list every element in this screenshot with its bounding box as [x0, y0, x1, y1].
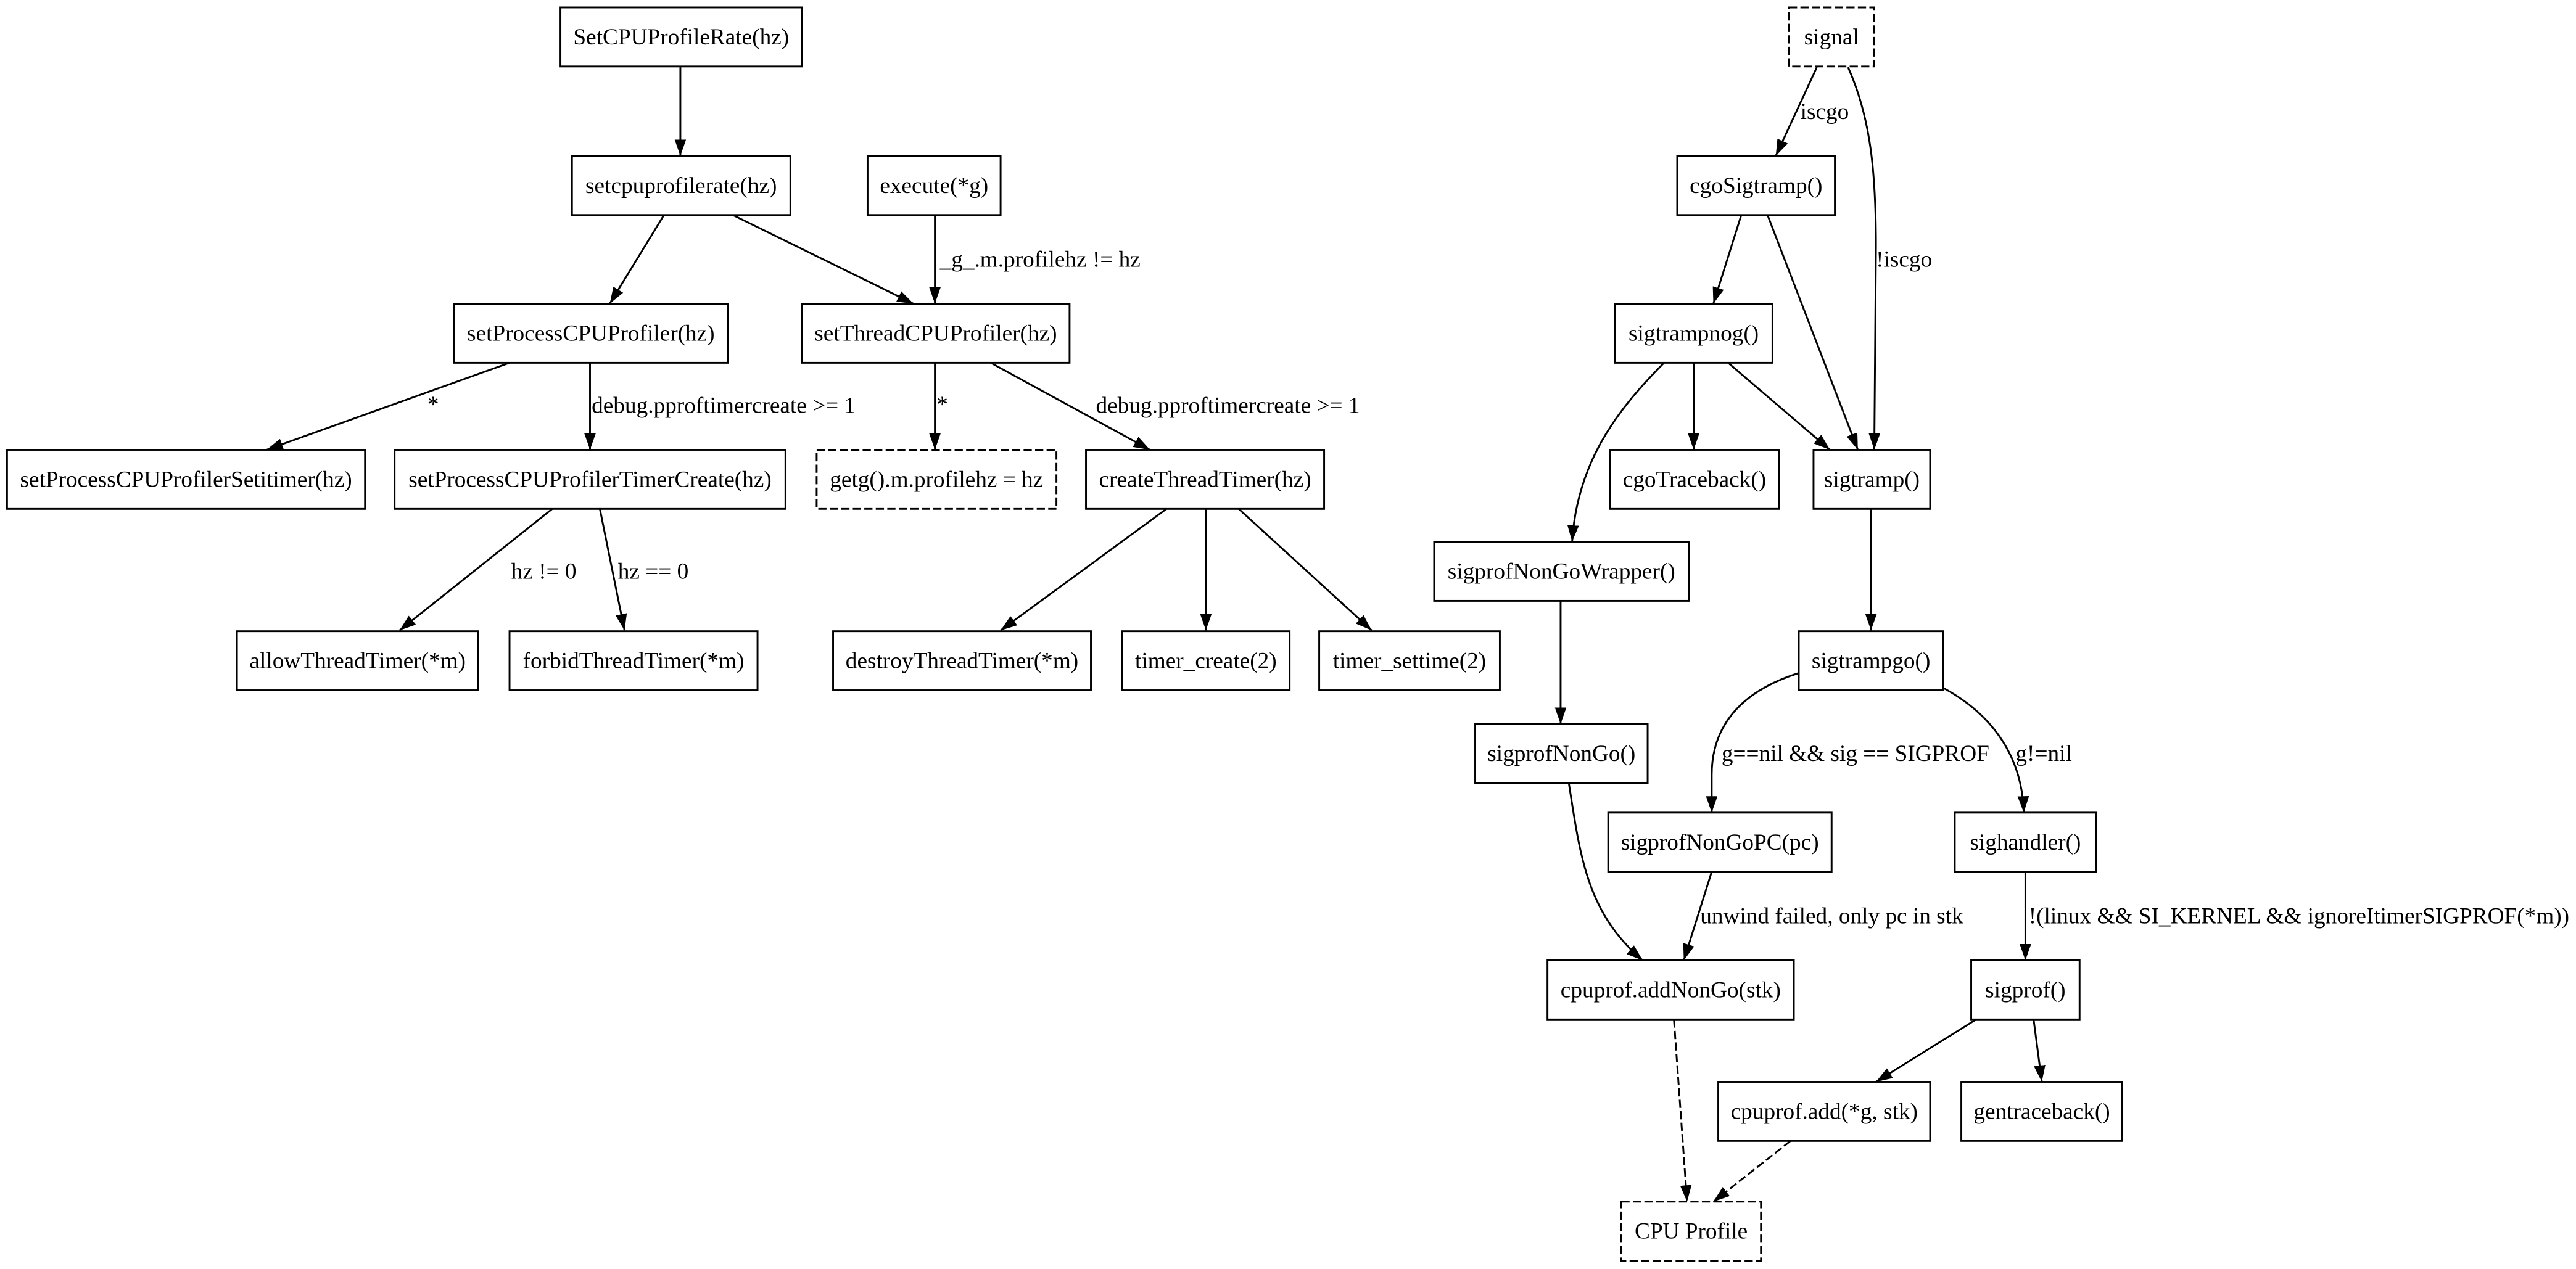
node-setcpuprofilerate: setcpuprofilerate(hz)	[571, 155, 791, 216]
node-label: forbidThreadTimer(*m)	[523, 649, 745, 674]
edge-signal-to-cgo-sigtramp	[1775, 67, 1818, 157]
edge-label-sigtrampgo-to-sighandler: g!=nil	[2015, 741, 2071, 766]
node-label: setThreadCPUProfiler(hz)	[814, 321, 1057, 346]
edge-label-process-to-timer-create: debug.pproftimercreate >= 1	[592, 393, 856, 419]
edge-sigtrampgo-to-sigprof-non-go-pc	[1706, 672, 1799, 813]
edge-sigtrampgo-to-sighandler	[1939, 685, 2029, 813]
edge-setcpuprofilerate-to-process-profiler	[609, 215, 665, 305]
node-timer-settime: timer_settime(2)	[1318, 630, 1501, 691]
node-cgo-traceback: cgoTraceback()	[1609, 449, 1780, 510]
node-cgo-sigtramp: cgoSigtramp()	[1676, 155, 1836, 216]
node-destroy-thread-timer: destroyThreadTimer(*m)	[832, 630, 1092, 691]
node-getg-profilehz: getg().m.profilehz = hz	[815, 449, 1058, 510]
edge-label-timer-create-to-allow: hz != 0	[511, 559, 577, 584]
edge-sigprof-non-go-pc-to-add-non-go	[1683, 871, 1713, 961]
node-sigprof-non-go-wrapper: sigprofNonGoWrapper()	[1433, 541, 1690, 602]
node-label: sigprofNonGoWrapper()	[1448, 559, 1675, 584]
node-sighandler: sighandler()	[1954, 811, 2097, 873]
edge-cpuprof-add-to-cpu-profile	[1712, 1140, 1791, 1202]
edge-timer-create-to-forbid-thread-timer	[599, 509, 627, 631]
node-sigtramp: sigtramp()	[1812, 449, 1931, 510]
node-sigprof: sigprof()	[1970, 959, 2081, 1021]
edge-timer-create-to-allow-thread-timer	[398, 508, 553, 631]
edge-label-signal-to-sigtramp: !iscgo	[1876, 247, 1932, 273]
node-label: allowThreadTimer(*m)	[250, 649, 466, 674]
node-label: sighandler()	[1970, 830, 2081, 855]
edge-add-non-go-to-cpu-profile	[1673, 1019, 1692, 1202]
node-signal: signal	[1788, 6, 1875, 68]
node-cpuprof-add: cpuprof.add(*g, stk)	[1717, 1081, 1931, 1142]
edge-labels: _g_.m.profilehz != hz * debug.pproftimer…	[427, 99, 2569, 929]
node-cpu-profile: CPU Profile	[1620, 1201, 1762, 1262]
node-sigtrampgo: sigtrampgo()	[1798, 630, 1944, 691]
node-label: sigtramp()	[1824, 467, 1920, 492]
edge-sigprof-to-gentraceback	[2033, 1019, 2046, 1082]
node-label: timer_settime(2)	[1333, 649, 1486, 674]
node-label: sigprofNonGoPC(pc)	[1621, 830, 1819, 855]
edge-signal-to-sigtramp	[1847, 67, 1880, 450]
node-label: signal	[1804, 25, 1859, 50]
node-label: timer_create(2)	[1135, 649, 1277, 674]
node-label: execute(*g)	[880, 173, 988, 199]
edge-label-signal-to-cgo-sigtramp: iscgo	[1801, 99, 1849, 125]
node-set-process-cpu-profiler-setitimer: setProcessCPUProfilerSetitimer(hz)	[6, 449, 366, 510]
edge-cgo-sigtramp-to-sigtramp	[1767, 215, 1859, 451]
node-label: destroyThreadTimer(*m)	[846, 649, 1078, 674]
nodes: SetCPUProfileRate(hz) setcpuprofilerate(…	[6, 6, 2123, 1262]
edge-process-profiler-to-setitimer	[266, 362, 510, 451]
edges	[266, 67, 2046, 1202]
node-set-cpu-profile-rate-exported: SetCPUProfileRate(hz)	[559, 6, 803, 68]
edge-label-non-go-pc-to-add-non-go: unwind failed, only pc in stk	[1700, 904, 1963, 929]
node-gentraceback: gentraceback()	[1960, 1081, 2123, 1142]
node-sigtrampnog: sigtrampnog()	[1614, 303, 1773, 364]
node-execute: execute(*g)	[866, 155, 1002, 216]
edge-setcpuprofilerate-to-thread-profiler	[732, 214, 914, 305]
node-label: cpuprof.add(*g, stk)	[1731, 1099, 1918, 1124]
edge-sigtrampnog-to-sigtramp	[1727, 362, 1831, 451]
edge-sigtrampnog-to-sigprof-non-go-wrapper	[1567, 362, 1665, 542]
node-create-thread-timer: createThreadTimer(hz)	[1085, 449, 1326, 510]
node-sigprof-non-go-pc: sigprofNonGoPC(pc)	[1607, 811, 1833, 873]
node-label: cpuprof.addNonGo(stk)	[1561, 977, 1781, 1003]
edge-label-process-to-setitimer: *	[427, 392, 439, 417]
node-label: cgoSigtramp()	[1690, 173, 1822, 199]
node-label: setProcessCPUProfiler(hz)	[467, 321, 715, 346]
node-label: sigtrampnog()	[1629, 321, 1759, 346]
edge-create-thread-timer-to-timer-settime	[1238, 508, 1373, 631]
node-allow-thread-timer: allowThreadTimer(*m)	[236, 630, 479, 691]
node-label: sigprofNonGo()	[1487, 741, 1635, 766]
edge-create-thread-timer-to-destroy	[1000, 508, 1167, 631]
node-label: setProcessCPUProfilerTimerCreate(hz)	[408, 467, 772, 492]
node-label: sigprof()	[1985, 977, 2065, 1003]
node-label: setcpuprofilerate(hz)	[585, 173, 777, 199]
node-set-thread-cpu-profiler: setThreadCPUProfiler(hz)	[801, 303, 1071, 364]
edge-cgo-sigtramp-to-sigtrampnog	[1712, 215, 1743, 304]
node-label: createThreadTimer(hz)	[1099, 467, 1311, 492]
edge-label-sigtrampgo-to-non-go-pc: g==nil && sig == SIGPROF	[1722, 741, 1989, 766]
edge-sigprof-non-go-to-add-non-go	[1567, 782, 1644, 961]
node-timer-create: timer_create(2)	[1121, 630, 1291, 691]
node-label: setProcessCPUProfilerSetitimer(hz)	[20, 467, 352, 492]
node-set-process-cpu-profiler: setProcessCPUProfiler(hz)	[453, 303, 729, 364]
edge-sigprof-to-cpuprof-add	[1875, 1019, 1977, 1083]
node-cpuprof-add-non-go: cpuprof.addNonGo(stk)	[1546, 959, 1795, 1021]
node-label: CPU Profile	[1635, 1219, 1748, 1244]
node-forbid-thread-timer: forbidThreadTimer(*m)	[508, 630, 759, 691]
edge-label-thread-to-getg: *	[936, 392, 948, 417]
edge-label-sighandler-to-sigprof: !(linux && SI_KERNEL && ignoreItimerSIGP…	[2029, 904, 2569, 929]
node-label: sigtrampgo()	[1812, 649, 1931, 674]
edge-thread-profiler-to-create-thread-timer	[990, 362, 1151, 451]
edge-label-timer-create-to-forbid: hz == 0	[618, 559, 688, 584]
edge-label-thread-to-create-timer: debug.pproftimercreate >= 1	[1096, 393, 1360, 419]
node-label: cgoTraceback()	[1623, 467, 1766, 492]
node-label: SetCPUProfileRate(hz)	[573, 25, 789, 50]
node-label: gentraceback()	[1973, 1099, 2110, 1124]
node-set-process-cpu-profiler-timer-create: setProcessCPUProfilerTimerCreate(hz)	[394, 449, 786, 510]
edge-label-execute-to-thread: _g_.m.profilehz != hz	[939, 247, 1141, 273]
node-label: getg().m.profilehz = hz	[830, 467, 1043, 492]
node-sigprof-non-go: sigprofNonGo()	[1474, 723, 1649, 784]
